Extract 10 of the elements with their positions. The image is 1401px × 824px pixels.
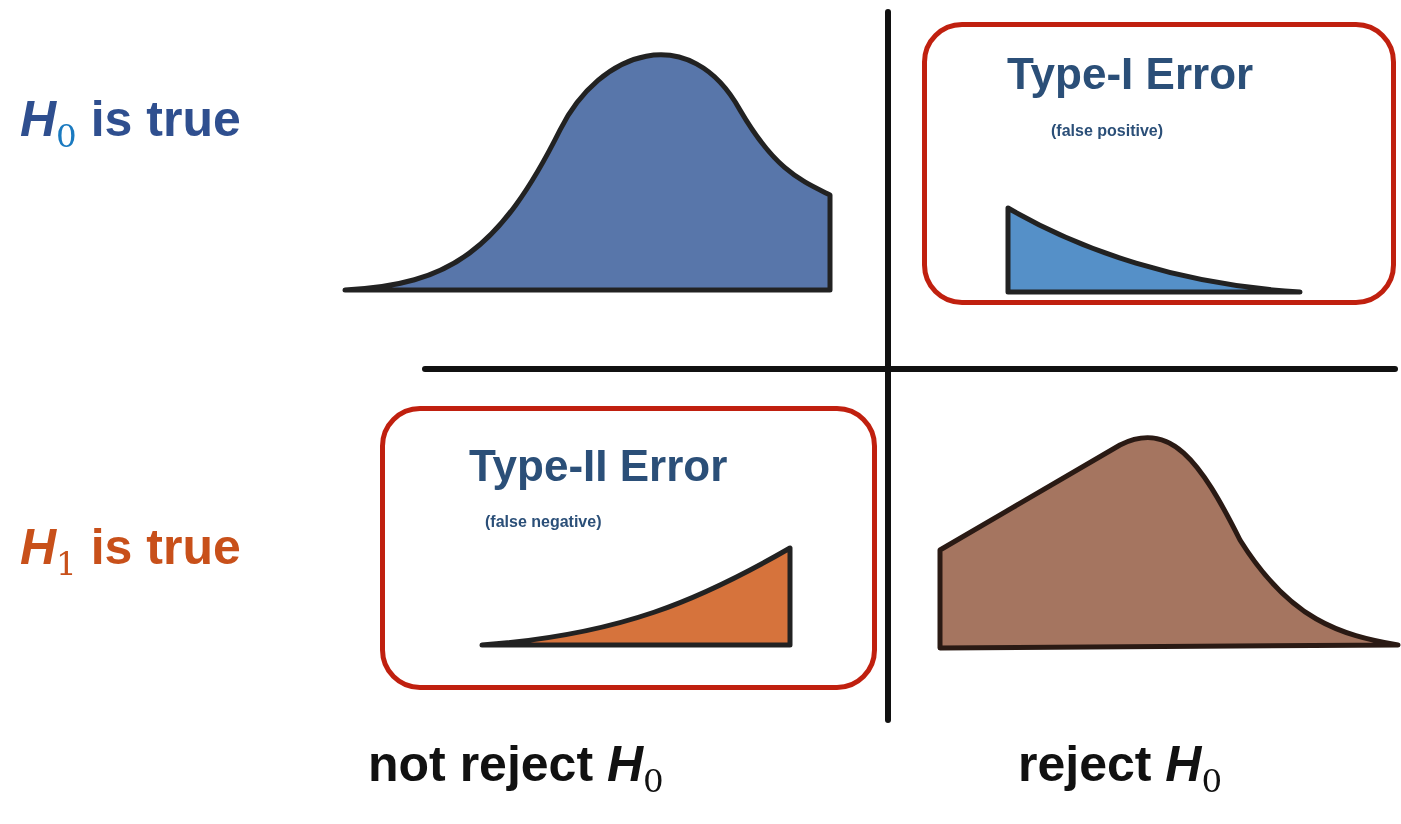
- error-title: Type-II Error: [469, 441, 728, 491]
- error-subtitle: (false negative): [485, 513, 602, 531]
- column-label: not reject H$_{0}$: [368, 735, 664, 800]
- error-box: [922, 22, 1396, 305]
- row-label: H$_{1}$ is true: [20, 518, 241, 583]
- error-subtitle: (false positive): [1051, 122, 1164, 140]
- column-label: reject H$_{0}$: [1018, 735, 1223, 800]
- row-label: H$_{0}$ is true: [20, 90, 241, 155]
- error-title: Type-I Error: [1007, 49, 1254, 99]
- error-box: [380, 406, 877, 690]
